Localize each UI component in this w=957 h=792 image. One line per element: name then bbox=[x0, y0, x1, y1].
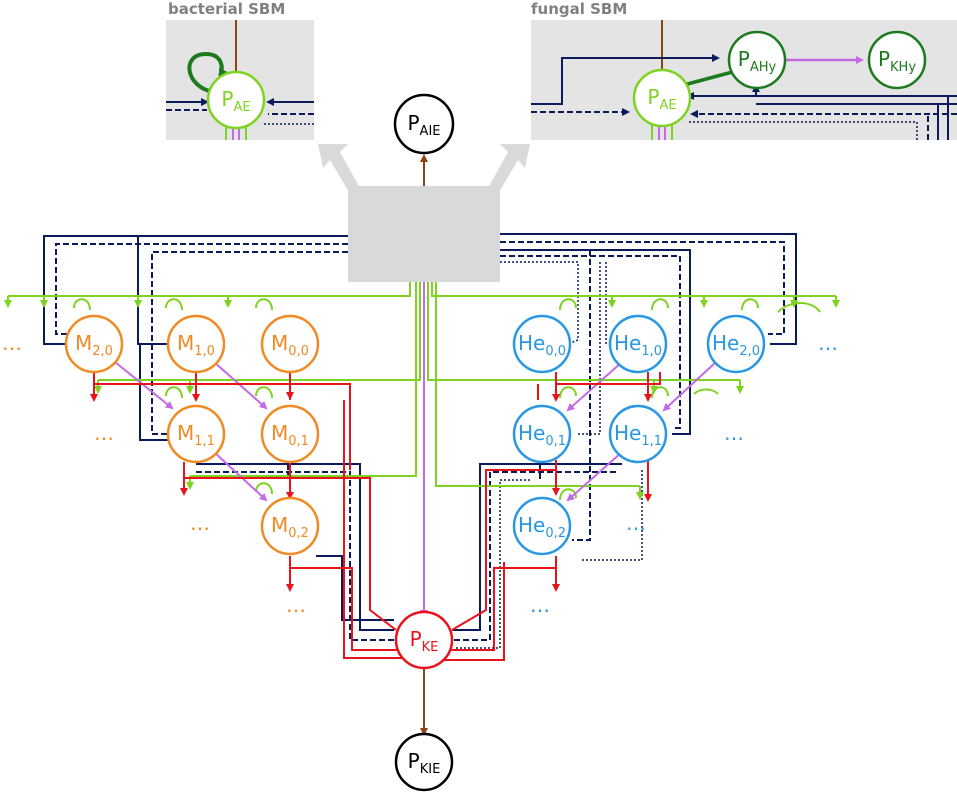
m00-main: M bbox=[271, 331, 288, 355]
he02-main: He bbox=[518, 513, 545, 537]
svg-text:M0,0: M0,0 bbox=[271, 331, 309, 359]
m20-main: M bbox=[75, 331, 92, 355]
svg-text:M0,2: M0,2 bbox=[271, 513, 309, 541]
bacteria-ellipsis-row3: … bbox=[190, 511, 210, 535]
pke-main: P bbox=[410, 627, 422, 651]
he00-sub: 0,0 bbox=[545, 344, 566, 359]
m10-sub: 1,0 bbox=[194, 344, 215, 359]
node-he10: He1,0 bbox=[608, 314, 668, 374]
bacteria-ellipsis-row4: … bbox=[286, 593, 306, 617]
pkhy-main: P bbox=[878, 47, 890, 71]
fungi-ellipsis-row2: … bbox=[724, 421, 744, 445]
m02-sub: 0,2 bbox=[288, 526, 309, 541]
pkie-sub: KIE bbox=[420, 762, 441, 777]
pae-bacterial-main: P bbox=[221, 87, 233, 111]
bacteria-nodes: M2,0 M1,0 M0,0 M1,1 M0,1 M0,2 … … … … bbox=[2, 314, 320, 617]
pahy-node: PAHy bbox=[727, 30, 787, 90]
fungal-sbm-panel: fungal SBM PAE PAHy PKHy bbox=[531, 0, 957, 140]
pae-bacterial-sub: AE bbox=[233, 100, 250, 115]
svg-text:He0,0: He0,0 bbox=[518, 331, 566, 359]
green-flow-lines bbox=[4, 282, 840, 501]
he01-sub: 0,1 bbox=[545, 434, 566, 449]
m02-main: M bbox=[271, 513, 288, 537]
pke-node: PKE bbox=[394, 610, 454, 670]
he20-sub: 2,0 bbox=[739, 344, 760, 359]
m10-main: M bbox=[177, 331, 194, 355]
pae-fungal-node: PAE bbox=[632, 68, 692, 128]
central-hub bbox=[318, 144, 530, 282]
node-m02: M0,2 bbox=[260, 496, 320, 556]
red-flow-lines bbox=[90, 372, 661, 661]
he00-main: He bbox=[518, 331, 545, 355]
pkhy-node: PKHy bbox=[867, 30, 927, 90]
svg-text:He2,0: He2,0 bbox=[712, 331, 760, 359]
svg-text:PAHy: PAHy bbox=[738, 47, 777, 75]
pkie-node: PKIE bbox=[394, 732, 454, 792]
svg-text:PAE: PAE bbox=[221, 87, 250, 115]
node-he20: He2,0 bbox=[706, 314, 766, 374]
he11-main: He bbox=[614, 421, 641, 445]
svg-text:He0,2: He0,2 bbox=[518, 513, 566, 541]
svg-text:PKIE: PKIE bbox=[408, 749, 441, 777]
fungal-sbm-title: fungal SBM bbox=[531, 0, 627, 18]
pkhy-sub: KHy bbox=[890, 60, 916, 75]
paie-sub: AIE bbox=[420, 124, 441, 139]
node-he01: He0,1 bbox=[512, 404, 572, 464]
m01-main: M bbox=[271, 421, 288, 445]
node-m01: M0,1 bbox=[260, 404, 320, 464]
svg-text:He1,0: He1,0 bbox=[614, 331, 662, 359]
pae-fungal-main: P bbox=[647, 85, 659, 109]
svg-text:He0,1: He0,1 bbox=[518, 421, 566, 449]
m20-sub: 2,0 bbox=[92, 344, 113, 359]
pae-fungal-sub: AE bbox=[659, 98, 676, 113]
m11-sub: 1,1 bbox=[194, 434, 215, 449]
bacteria-ellipsis-row1: … bbox=[2, 331, 22, 355]
navy-flow-lines bbox=[43, 233, 797, 649]
node-he00: He0,0 bbox=[512, 314, 572, 374]
fungi-nodes: He0,0 He1,0 He2,0 He0,1 He1,1 He0,2 … … … bbox=[512, 314, 838, 617]
pkie-main: P bbox=[408, 749, 420, 773]
he02-sub: 0,2 bbox=[545, 526, 566, 541]
he10-sub: 1,0 bbox=[641, 344, 662, 359]
svg-text:PAE: PAE bbox=[647, 85, 676, 113]
he10-main: He bbox=[614, 331, 641, 355]
node-m20: M2,0 bbox=[64, 314, 124, 374]
he01-main: He bbox=[518, 421, 545, 445]
bacterial-sbm-title: bacterial SBM bbox=[168, 0, 285, 18]
pahy-main: P bbox=[738, 47, 750, 71]
svg-text:PKE: PKE bbox=[410, 627, 439, 655]
pahy-sub: AHy bbox=[750, 60, 777, 75]
node-he11: He1,1 bbox=[608, 404, 668, 464]
paie-main: P bbox=[407, 111, 419, 135]
svg-text:M1,1: M1,1 bbox=[177, 421, 215, 449]
bacterial-sbm-panel: bacterial SBM PAE bbox=[166, 0, 314, 140]
svg-text:M2,0: M2,0 bbox=[75, 331, 113, 359]
hub-block bbox=[348, 186, 500, 282]
m01-sub: 0,1 bbox=[288, 434, 309, 449]
node-m11: M1,1 bbox=[166, 404, 226, 464]
fungi-ellipsis-row3: … bbox=[626, 511, 646, 535]
paie-node: PAIE bbox=[393, 93, 455, 155]
node-m10: M1,0 bbox=[166, 314, 226, 374]
node-m00: M0,0 bbox=[260, 314, 320, 374]
svg-text:He1,1: He1,1 bbox=[614, 421, 662, 449]
node-he02: He0,2 bbox=[512, 496, 572, 556]
he11-sub: 1,1 bbox=[641, 434, 662, 449]
m11-main: M bbox=[177, 421, 194, 445]
fungi-ellipsis-row1: … bbox=[818, 331, 838, 355]
pke-sub: KE bbox=[422, 640, 439, 655]
fungi-ellipsis-row4: … bbox=[530, 593, 550, 617]
svg-text:PAIE: PAIE bbox=[407, 111, 440, 139]
bacteria-ellipsis-row2: … bbox=[94, 421, 114, 445]
he20-main: He bbox=[712, 331, 739, 355]
svg-text:M0,1: M0,1 bbox=[271, 421, 309, 449]
svg-text:M1,0: M1,0 bbox=[177, 331, 215, 359]
svg-text:PKHy: PKHy bbox=[878, 47, 916, 75]
m00-sub: 0,0 bbox=[288, 344, 309, 359]
pae-bacterial-node: PAE bbox=[206, 70, 266, 130]
